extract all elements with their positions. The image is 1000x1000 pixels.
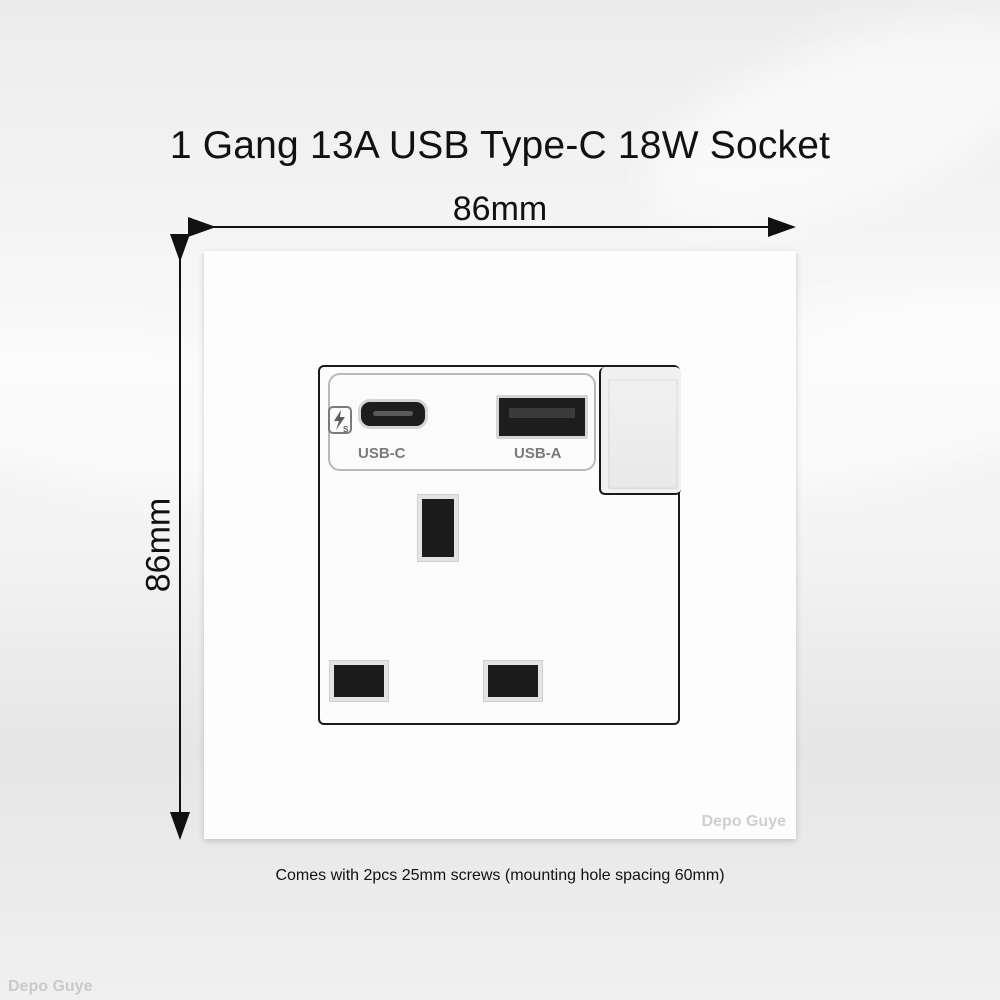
socket-module: S USB-C USB-A: [318, 365, 681, 725]
socket-face-plate: S USB-C USB-A Depo Guye: [204, 251, 796, 839]
usb-a-label: USB-A: [514, 445, 562, 462]
usb-c-label: USB-C: [358, 445, 406, 462]
live-pin-slot: [484, 661, 542, 701]
usb-panel: S USB-C USB-A: [328, 373, 596, 471]
usb-a-port[interactable]: [496, 395, 588, 439]
neutral-pin-slot: [330, 661, 388, 701]
screws-note: Comes with 2pcs 25mm screws (mounting ho…: [275, 867, 725, 884]
usb-c-port[interactable]: [358, 399, 428, 429]
fast-charge-bolt-icon: S: [328, 406, 352, 434]
plate-watermark: Depo Guye: [701, 813, 786, 830]
rocker-switch[interactable]: [608, 379, 678, 489]
switch-frame: [599, 367, 681, 495]
product-title: 1 Gang 13A USB Type-C 18W Socket: [169, 124, 831, 167]
page-watermark: Depo Guye: [8, 978, 93, 995]
svg-text:S: S: [343, 425, 349, 434]
earth-pin-slot: [418, 495, 458, 561]
